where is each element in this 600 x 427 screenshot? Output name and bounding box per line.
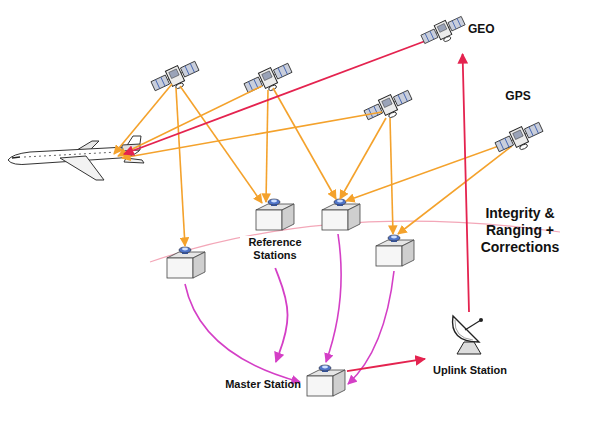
uplink-station: Uplink Station	[425, 312, 515, 392]
node-label: Reference Stations	[240, 236, 310, 261]
ranging-signals	[114, 84, 512, 246]
node-icon-shape	[256, 199, 294, 230]
reference-station: Reference Stations	[238, 198, 312, 268]
geo-satellite: GEO	[420, 8, 504, 54]
gps-satellite	[363, 87, 416, 127]
node-icon	[494, 116, 544, 158]
node-icon	[252, 198, 296, 234]
data-link	[275, 268, 287, 362]
node-icon-shape	[420, 14, 469, 51]
node-label: GPS	[488, 90, 548, 104]
uplink-link	[347, 359, 425, 371]
node-icon-shape	[494, 119, 547, 159]
reference-station-box	[376, 235, 414, 266]
geo-broadcast	[124, 40, 428, 154]
node-icon-shape	[307, 365, 345, 396]
uplink-beam	[463, 54, 469, 312]
node-label: GEO	[468, 23, 502, 37]
signal-label: Integrity & Ranging + Corrections	[478, 205, 562, 255]
node-icon	[445, 312, 495, 356]
node-label: Uplink Station	[425, 364, 515, 377]
station-data-links	[185, 234, 394, 384]
node-icon-shape	[453, 316, 483, 354]
reference-station-box	[322, 199, 360, 230]
reference-station-box	[167, 247, 205, 278]
node-icon	[420, 10, 466, 50]
gps-satellite	[243, 60, 296, 100]
gps-satellite: GPS	[488, 90, 548, 162]
master-station: Master Station	[205, 362, 347, 402]
node-label: Master Station	[205, 378, 301, 391]
node-icon	[303, 364, 347, 400]
